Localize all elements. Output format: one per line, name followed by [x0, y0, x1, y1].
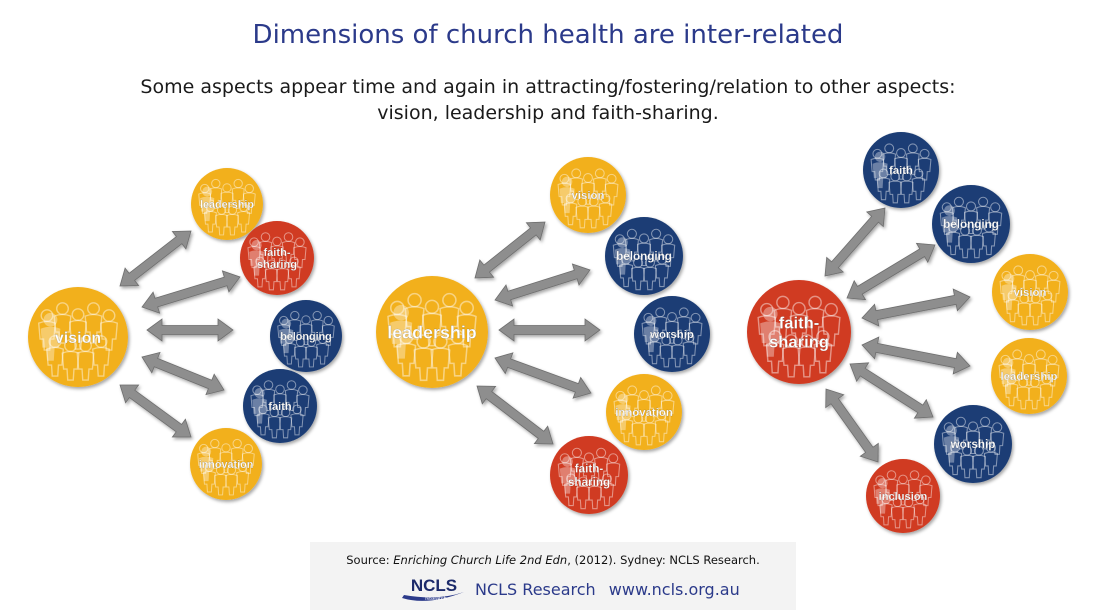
node-faith-sharing-worship: worship	[934, 405, 1012, 483]
node-vision-innovation: innovation	[190, 428, 262, 500]
node-leadership-faith-sharing-circle	[550, 436, 628, 514]
arrow-g1-5	[119, 384, 192, 438]
arrow-g2-5	[476, 385, 554, 445]
node-faith-sharing-inclusion-label: inclusion	[879, 491, 928, 503]
node-leadership-vision-label: vision	[572, 190, 605, 202]
footer-contact: NCLS Research www.ncls.org.au	[475, 580, 748, 599]
node-vision-leadership: leadership	[191, 168, 263, 240]
node-vision-leadership-circle	[191, 168, 263, 240]
source-citation: Source: Enriching Church Life 2nd Edn, (…	[310, 553, 796, 567]
footer: Source: Enriching Church Life 2nd Edn, (…	[310, 542, 796, 610]
arrow-g1-3	[146, 318, 234, 342]
node-vision-faith-circle	[243, 369, 317, 443]
node-faith-sharing-vision-circle	[992, 254, 1068, 330]
node-faith-sharing-faith-circle	[863, 132, 939, 208]
arrow-g2-1	[474, 221, 546, 279]
node-faith-sharing-worship-circle	[934, 405, 1012, 483]
node-leadership-belonging-label: belonging	[616, 250, 672, 263]
node-leadership-faith-sharing: faith-sharing	[550, 436, 628, 514]
source-title: Enriching Church Life 2nd Edn	[393, 553, 568, 567]
center-node-vision-circle	[28, 287, 128, 387]
arrow-g3-1	[824, 207, 886, 277]
node-faith-sharing-belonging: belonging	[932, 185, 1010, 263]
relationship-diagram: vision leadership faith-sharing belonging fa…	[28, 132, 1068, 533]
node-vision-innovation-label: innovation	[199, 459, 254, 471]
node-faith-sharing-belonging-circle	[932, 185, 1010, 263]
node-faith-sharing-faith: faith	[863, 132, 939, 208]
page-title: Dimensions of church health are inter-re…	[252, 20, 844, 50]
center-node-leadership-circle	[376, 276, 488, 388]
node-vision-faith-label: faith	[268, 401, 292, 413]
node-faith-sharing-leadership-label: leadership	[1001, 371, 1058, 383]
node-leadership-innovation-circle	[606, 374, 682, 450]
page-subtitle: Some aspects appear time and again in at…	[120, 74, 976, 126]
svg-text:NCLS: NCLS	[411, 576, 457, 595]
node-leadership-vision-circle	[550, 157, 626, 233]
center-node-vision: vision	[28, 287, 128, 387]
node-faith-sharing-leadership-circle	[991, 338, 1067, 414]
node-faith-sharing-inclusion: inclusion	[866, 459, 940, 533]
node-leadership-faith-sharing-label: faith-sharing	[568, 463, 610, 489]
footer-url[interactable]: www.ncls.org.au	[608, 580, 740, 599]
center-node-leadership-label: leadership	[387, 322, 477, 342]
arrow-g2-3	[498, 318, 601, 342]
arrow-g3-2	[846, 242, 936, 301]
node-faith-sharing-vision: vision	[992, 254, 1068, 330]
node-vision-innovation-circle	[190, 428, 262, 500]
node-vision-faith: faith	[243, 369, 317, 443]
center-node-faith-sharing-label: faith-sharing	[769, 314, 829, 352]
subtitle-line-2: vision, leadership and faith-sharing.	[377, 102, 719, 124]
node-leadership-worship: worship	[634, 296, 710, 372]
node-faith-sharing-faith-label: faith	[889, 165, 913, 177]
arrow-g1-2	[141, 270, 241, 314]
source-prefix: Source:	[346, 553, 394, 567]
node-vision-belonging-circle	[270, 300, 342, 372]
arrow-g1-4	[141, 351, 225, 396]
node-leadership-innovation-label: innovation	[615, 407, 673, 419]
source-rest: , (2012). Sydney: NCLS Research.	[567, 553, 760, 567]
node-vision-faith-sharing-label: faith-sharing	[257, 247, 297, 271]
node-vision-leadership-label: leadership	[200, 199, 254, 211]
node-leadership-worship-label: worship	[649, 329, 694, 341]
node-faith-sharing-worship-label: worship	[950, 438, 996, 451]
node-vision-faith-sharing: faith-sharing	[240, 221, 314, 295]
node-vision-belonging-label: belonging	[280, 331, 332, 343]
subtitle-line-1: Some aspects appear time and again in at…	[140, 76, 956, 98]
node-leadership-belonging: belonging	[605, 217, 683, 295]
node-vision-faith-sharing-circle	[240, 221, 314, 295]
node-leadership-worship-circle	[634, 296, 710, 372]
node-leadership-vision: vision	[550, 157, 626, 233]
node-leadership-innovation: innovation	[606, 374, 682, 450]
arrow-g1-1	[119, 230, 192, 287]
node-leadership-belonging-circle	[605, 217, 683, 295]
arrow-g3-4	[861, 336, 971, 375]
footer-org: NCLS Research	[475, 580, 596, 599]
arrow-g2-4	[494, 352, 592, 399]
arrow-g3-3	[861, 288, 971, 327]
arrow-g2-2	[494, 263, 591, 307]
node-faith-sharing-vision-label: vision	[1014, 287, 1047, 299]
center-node-faith-sharing-circle	[747, 280, 851, 384]
center-node-leadership: leadership	[376, 276, 488, 388]
center-node-vision-label: vision	[55, 330, 101, 347]
node-faith-sharing-inclusion-circle	[866, 459, 940, 533]
center-node-faith-sharing: faith-sharing	[747, 280, 851, 384]
node-vision-belonging: belonging	[270, 300, 342, 372]
ncls-logo: NCLS research	[402, 576, 464, 602]
arrow-g3-6	[825, 388, 879, 463]
node-faith-sharing-leadership: leadership	[991, 338, 1067, 414]
arrow-g3-5	[849, 362, 934, 419]
node-faith-sharing-belonging-label: belonging	[943, 218, 999, 231]
svg-text:research: research	[425, 596, 446, 602]
